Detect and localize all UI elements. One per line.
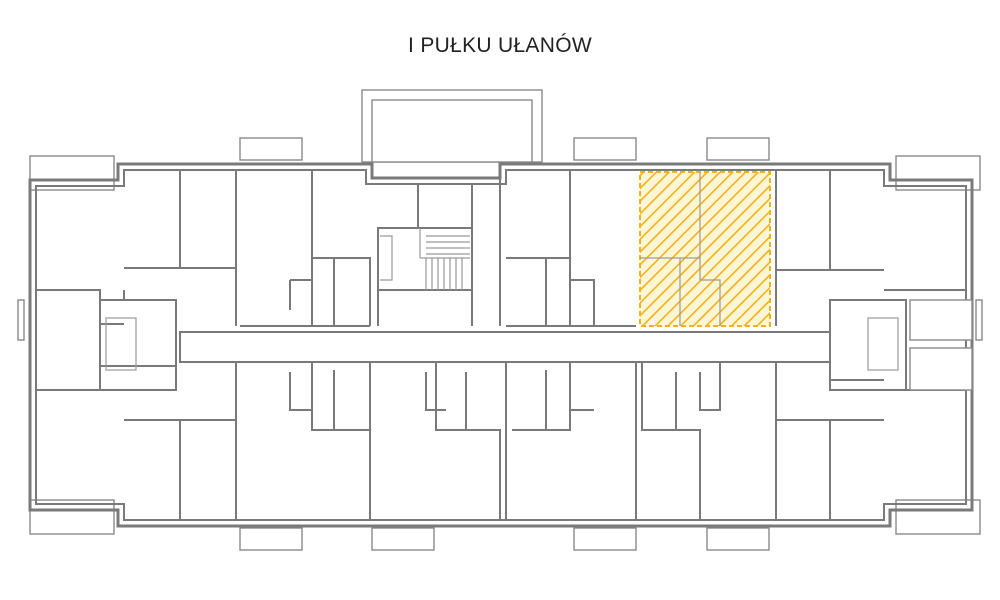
corridor [179, 331, 831, 363]
corner-balconies [17, 155, 983, 535]
highlighted-apartment [639, 171, 771, 327]
top-balcony [361, 89, 543, 163]
stairwell [377, 183, 473, 326]
bottom-small-balconies [239, 527, 770, 551]
side-blocks [99, 299, 973, 391]
top-small-balconies [239, 137, 770, 161]
street-name-label: I PUŁKU UŁANÓW [408, 34, 592, 57]
